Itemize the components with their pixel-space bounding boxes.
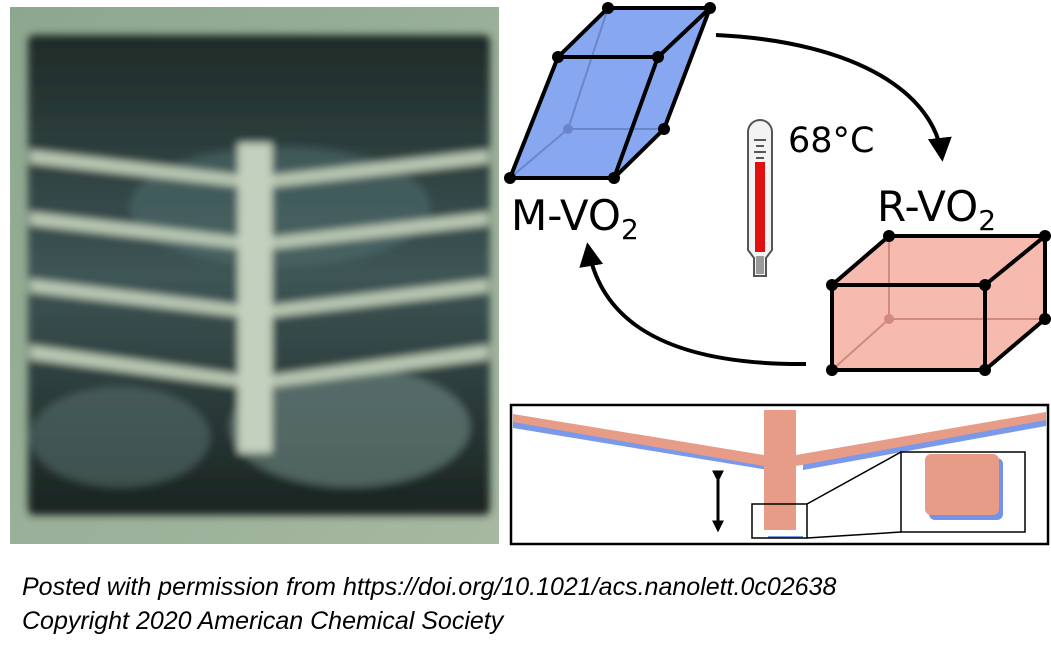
- caption-copyright: Copyright 2020 American Chemical Society: [22, 607, 504, 635]
- thermometer-icon: [747, 119, 773, 277]
- cooling-arrow: [579, 242, 807, 367]
- optical-micrograph: [10, 7, 499, 544]
- caption-permission: Posted with permission from https://doi.…: [22, 573, 837, 601]
- heating-arrow: [715, 33, 952, 162]
- monoclinic-phase-label: M-VO2: [511, 191, 639, 246]
- monoclinic-unit-cell: [504, 2, 716, 184]
- rutile-phase-label: R-VO2: [877, 182, 996, 237]
- temperature-label: 68°C: [788, 121, 874, 161]
- deflection-inset: [509, 403, 1050, 546]
- rutile-unit-cell: [826, 230, 1051, 376]
